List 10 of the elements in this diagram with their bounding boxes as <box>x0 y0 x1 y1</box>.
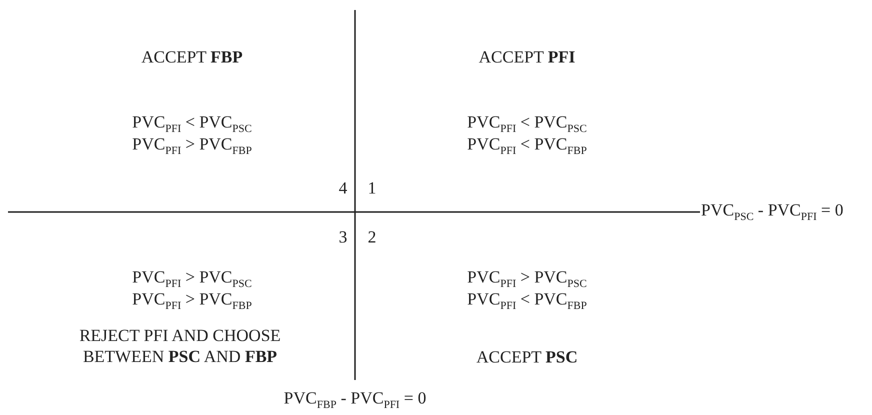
decision-text: ACCEPT PSC <box>476 346 578 368</box>
axis-label: PVC$_{PSC}$ - PVC$_{PFI}$ = 0 <box>701 199 844 225</box>
quadrant-heading: ACCEPT PFI <box>478 46 576 68</box>
quadrant-number: 1 <box>368 177 376 199</box>
quadrant-number: 2 <box>368 226 376 248</box>
quadrant-number: 3 <box>338 226 348 248</box>
quadrant-number: 4 <box>338 177 348 199</box>
decision-text: REJECT PFI AND CHOOSE BETWEEN PSC AND FBP <box>78 324 282 368</box>
axis-label: PVC$_{FBP}$ - PVC$_{PFI}$ = 0 <box>284 387 426 413</box>
quadrant-heading: ACCEPT FBP <box>141 46 243 68</box>
